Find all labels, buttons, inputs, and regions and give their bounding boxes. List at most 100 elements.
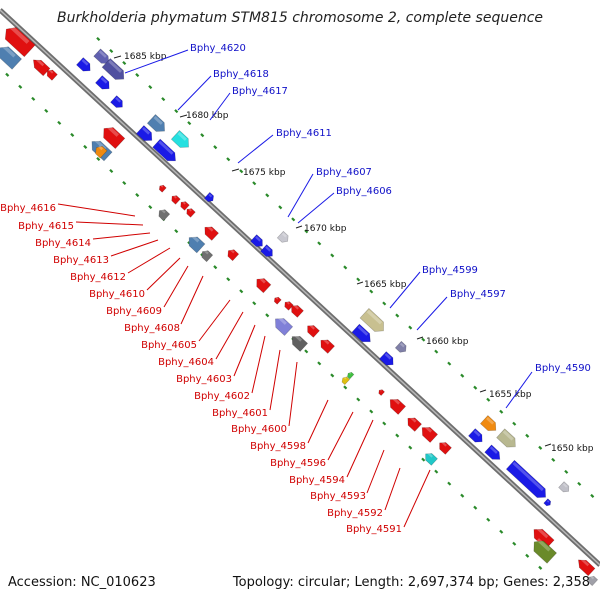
reverse-gene-labels: Bphy_4616 Bphy_4615 Bphy_4614 Bphy_4613 … <box>0 203 431 535</box>
gc-dot <box>252 301 257 306</box>
gc-dot <box>486 397 491 402</box>
gc-dot <box>317 241 322 246</box>
gc-dot <box>343 385 348 390</box>
gc-dot <box>109 168 114 174</box>
accession-text: Accession: NC_010623 <box>8 575 156 590</box>
gc-dot <box>278 205 283 210</box>
gc-dot <box>148 85 153 90</box>
gc-dot <box>382 301 387 306</box>
gene-block <box>307 324 320 338</box>
gc-dot <box>31 96 36 101</box>
gc-dot <box>369 289 374 294</box>
gc-dot <box>382 421 387 426</box>
gene-label: Bphy_4604 <box>158 357 214 368</box>
gene-block <box>227 248 240 262</box>
gene-block <box>170 130 189 148</box>
gc-dot <box>330 373 335 378</box>
gene-block <box>273 296 282 305</box>
kbp-ticks: 1685 kbp 1680 kbp 1675 kbp 1670 kbp 1665… <box>113 52 594 454</box>
topology-text: Topology: circular; Length: 2,697,374 bp… <box>232 575 590 590</box>
gene-block <box>135 125 153 141</box>
gene-label: Bphy_4590 <box>535 363 591 374</box>
gc-dot <box>135 193 140 198</box>
gene-label: Bphy_4601 <box>212 408 268 419</box>
gene-block <box>533 538 557 564</box>
gene-block <box>347 371 355 380</box>
gene-block <box>505 459 546 498</box>
gc-dot <box>57 120 62 125</box>
tick-label: 1675 kbp <box>243 168 286 178</box>
gene-block <box>250 234 263 247</box>
gc-dot <box>213 265 218 270</box>
gene-label: Bphy_4592 <box>327 508 383 519</box>
gene-block <box>180 201 190 211</box>
gc-dot <box>434 349 439 354</box>
gc-dot <box>395 433 400 438</box>
gc-dot <box>538 565 543 570</box>
gc-dot <box>96 156 101 162</box>
gene-label: Bphy_4618 <box>213 69 269 80</box>
gene-label: Bphy_4616 <box>0 203 56 214</box>
tick-label: 1650 kbp <box>551 444 594 454</box>
gc-dot <box>122 60 127 66</box>
gene-block <box>407 415 422 432</box>
gene-label: Bphy_4593 <box>310 491 366 502</box>
gene-label: Bphy_4591 <box>346 524 402 535</box>
gene-label: Bphy_4611 <box>276 128 332 139</box>
gene-block <box>93 48 110 64</box>
gene-block <box>158 208 171 222</box>
gc-dot <box>135 73 140 78</box>
gc-dot <box>187 121 192 126</box>
gc-dot <box>343 265 348 270</box>
gc-dot <box>460 373 465 378</box>
gc-dot <box>148 205 153 210</box>
gene-block <box>389 396 407 415</box>
gene-block <box>4 24 36 58</box>
gene-block <box>152 138 176 162</box>
gene-block <box>110 95 123 108</box>
gene-block <box>95 75 110 90</box>
gene-label: Bphy_4594 <box>289 475 345 486</box>
gene-block <box>468 428 483 443</box>
gene-label: Bphy_4609 <box>106 306 162 317</box>
gene-block <box>203 191 214 203</box>
gene-block <box>0 44 22 70</box>
gene-block <box>320 337 335 354</box>
gene-block <box>188 234 206 254</box>
gc-dot <box>200 133 205 138</box>
gc-dot <box>239 169 244 174</box>
gene-block <box>33 57 51 77</box>
gene-block <box>101 58 125 80</box>
tick-label: 1660 kbp <box>426 337 469 347</box>
map-title: Burkholderia phymatum STM815 chromosome … <box>57 10 543 26</box>
gene-block <box>171 195 181 205</box>
gene-block <box>558 481 570 493</box>
gene-label: Bphy_4605 <box>141 340 197 351</box>
gc-dot <box>109 48 114 54</box>
gene-label: Bphy_4615 <box>18 221 74 232</box>
gc-dot <box>70 132 75 137</box>
gc-dot <box>421 337 426 342</box>
gene-block <box>95 145 108 159</box>
gc-dot <box>590 493 595 498</box>
gc-dot <box>369 409 374 414</box>
gc-dot <box>525 433 530 438</box>
gene-block <box>479 415 497 431</box>
gc-dot <box>486 517 491 522</box>
gc-dot <box>304 229 309 234</box>
gc-dot <box>291 217 296 222</box>
gene-label: Bphy_4617 <box>232 86 288 97</box>
gc-dot <box>83 144 88 149</box>
gene-label: Bphy_4603 <box>176 374 232 385</box>
gene-block <box>186 208 196 218</box>
gene-features <box>0 24 599 587</box>
gene-block <box>158 184 167 193</box>
gc-dot <box>460 493 465 498</box>
gene-label: Bphy_4610 <box>89 289 145 300</box>
gene-block <box>103 124 126 150</box>
gene-block <box>351 323 371 343</box>
gene-block <box>496 428 516 448</box>
gc-dot <box>577 481 582 486</box>
gene-label: Bphy_4614 <box>35 238 91 249</box>
